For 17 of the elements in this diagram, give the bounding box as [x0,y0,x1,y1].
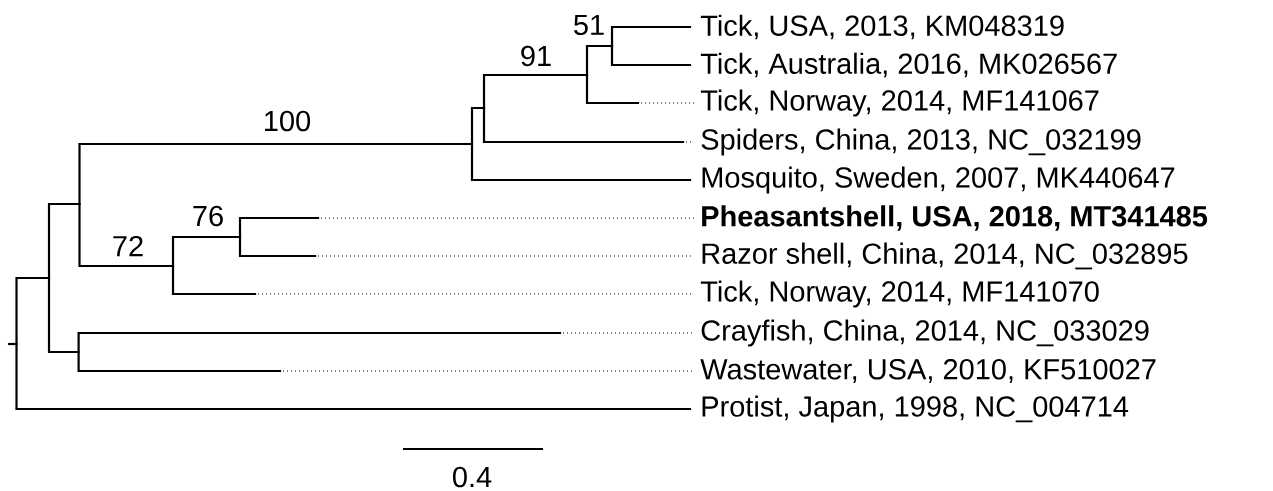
taxon-label: Crayfish, China, 2014, NC_033029 [701,319,1149,347]
support-value: 100 [265,110,311,132]
taxon-label: Tick, Australia, 2016, MK026567 [700,52,1117,78]
taxon-label: Mosquito, Sweden, 2007, MK440647 [702,166,1175,194]
support-value: 51 [574,14,604,36]
support-value: 76 [193,205,223,227]
taxon-label: Wastewater, USA, 2010, KF510027 [700,359,1156,383]
taxon-label: Tick, USA, 2013, KM048319 [700,14,1064,40]
scale-label: 0.4 [453,466,492,488]
taxon-label: Spiders, China, 2013, NC_032199 [701,128,1141,156]
taxon-label: Razor shell, China, 2014, NC_032895 [702,242,1188,270]
taxon-label: Tick, Norway, 2014, MF141070 [700,280,1099,308]
taxon-label: Pheasantshell, USA, 2018, MT341485 [702,205,1208,231]
taxon-label: Protist, Japan, 1998, NC_004714 [702,395,1129,423]
taxon-label: Tick, Norway, 2014, MF141067 [700,89,1099,117]
support-value: 91 [521,45,551,67]
support-value: 72 [113,235,143,257]
